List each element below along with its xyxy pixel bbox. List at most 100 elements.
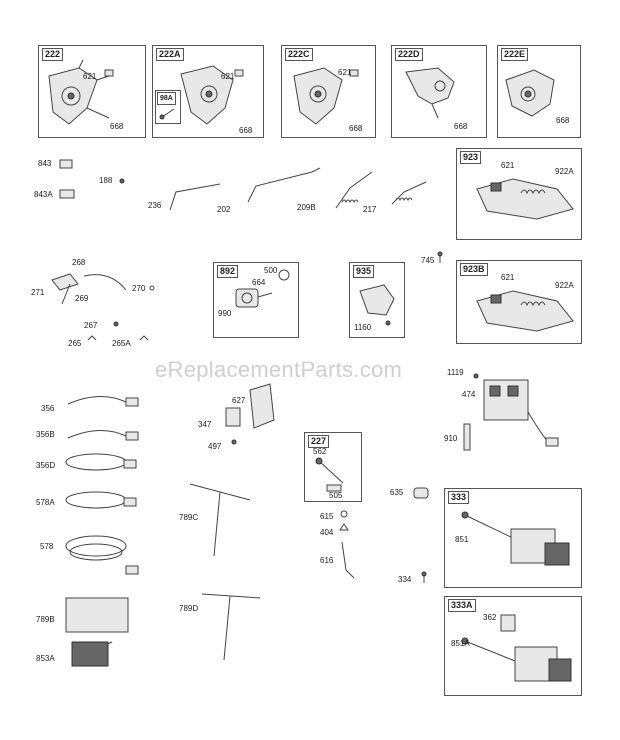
part-box-227[interactable]: 227 562 505 (304, 432, 362, 502)
box-title: 333A (448, 599, 476, 612)
callout-621: 621 (338, 68, 352, 77)
part-label-627: 627 (232, 396, 246, 405)
part-label-271: 271 (31, 288, 45, 297)
part-label-578a: 578A (36, 498, 55, 507)
part-box-333a[interactable]: 333A 362 851A (444, 596, 582, 696)
part-label-789d: 789D (179, 604, 199, 613)
armature-illustration (445, 489, 583, 589)
part-box-892[interactable]: 892 500 664 990 (213, 262, 299, 338)
part-label-356d: 356D (36, 461, 56, 470)
ignition-coil-illustration (470, 372, 590, 462)
bracket-illustration (350, 263, 406, 339)
part-box-923[interactable]: 923 621 922A (456, 148, 582, 240)
watermark-text: eReplacementParts.com (155, 357, 403, 382)
part-label-202: 202 (217, 205, 231, 214)
part-label-270: 270 (132, 284, 146, 293)
subpart-box-98a[interactable]: 98A (155, 90, 181, 124)
part-box-222e[interactable]: 222E 668 (497, 45, 581, 138)
part-label-267: 267 (84, 321, 98, 330)
part-label-616: 616 (320, 556, 334, 565)
part-label-404: 404 (320, 528, 334, 537)
bracket-illustration (392, 46, 488, 139)
callout-621: 621 (501, 273, 515, 282)
part-box-222d[interactable]: 222D 668 (391, 45, 487, 138)
governor-bracket-illustration (153, 46, 265, 139)
callout-1160: 1160 (354, 323, 372, 332)
part-box-333[interactable]: 333 851 (444, 488, 582, 588)
box-title: 227 (308, 435, 330, 448)
wire-harness-illustrations (0, 380, 140, 700)
part-label-635: 635 (390, 488, 404, 497)
ground-wire-illustration (305, 433, 363, 503)
part-label-209b: 209B (297, 203, 316, 212)
part-box-222[interactable]: 222 621 668 (38, 45, 146, 138)
spark-plug-icon (462, 424, 472, 454)
box-title: 222D (395, 48, 423, 61)
governor-bracket-illustration (498, 46, 582, 139)
callout-500: 500 (264, 266, 278, 275)
callout-505: 505 (329, 491, 343, 500)
part-label-910: 910 (444, 434, 458, 443)
part-label-347: 347 (198, 420, 212, 429)
links-and-springs-illustration (0, 150, 440, 220)
part-label-615: 615 (320, 512, 334, 521)
part-label-745: 745 (421, 256, 435, 265)
screw-icon (420, 572, 428, 584)
callout-621: 621 (501, 161, 515, 170)
callout-668: 668 (454, 122, 468, 131)
part-label-843a: 843A (34, 190, 53, 199)
box-title: 935 (353, 265, 375, 278)
part-label-265: 265 (68, 339, 82, 348)
box-title: 222C (285, 48, 313, 61)
callout-362: 362 (483, 613, 497, 622)
part-box-935[interactable]: 935 1160 (349, 262, 405, 338)
part-label-578: 578 (40, 542, 54, 551)
box-title: 892 (217, 265, 239, 278)
box-title: 333 (448, 491, 470, 504)
callout-851a: 851A (451, 639, 470, 648)
callout-664: 664 (252, 278, 266, 287)
part-label-268: 268 (72, 258, 86, 267)
callout-621: 621 (221, 72, 235, 81)
part-label-356b: 356B (36, 430, 55, 439)
part-label-236: 236 (148, 201, 162, 210)
part-label-789b: 789B (36, 615, 55, 624)
callout-990: 990 (218, 309, 232, 318)
callout-668: 668 (110, 122, 124, 131)
armature-illustration (445, 597, 583, 697)
part-label-269: 269 (75, 294, 89, 303)
fastener-parts-illustration (330, 508, 390, 588)
part-label-497: 497 (208, 442, 222, 451)
box-title: 222E (501, 48, 529, 61)
throttle-lever-parts-illustration (0, 250, 170, 350)
governor-bracket-illustration (39, 46, 147, 139)
box-title: 222A (156, 48, 184, 61)
part-label-843: 843 (38, 159, 52, 168)
part-label-789c: 789C (179, 513, 199, 522)
box-title: 923B (460, 263, 488, 276)
callout-668: 668 (556, 116, 570, 125)
part-box-222a[interactable]: 222A 98A 621 668 (152, 45, 264, 138)
screw-icon (436, 252, 444, 264)
callout-562: 562 (313, 447, 327, 456)
part-label-356: 356 (41, 404, 55, 413)
part-box-222c[interactable]: 222C 621 668 (281, 45, 376, 138)
callout-668: 668 (239, 126, 253, 135)
part-label-1119: 1119 (447, 368, 464, 377)
box-title: 222 (42, 48, 64, 61)
ignition-switch-illustration (214, 263, 300, 339)
box-title: 923 (460, 151, 482, 164)
box-title: 98A (157, 92, 176, 105)
governor-spring-assembly-illustration (457, 261, 583, 345)
part-label-853a: 853A (36, 654, 55, 663)
part-box-923b[interactable]: 923B 621 922A (456, 260, 582, 344)
part-label-265a: 265A (112, 339, 131, 348)
part-label-188: 188 (99, 176, 113, 185)
part-label-217: 217 (363, 205, 377, 214)
module-and-tool-illustrations (190, 380, 330, 640)
callout-621: 621 (83, 72, 97, 81)
callout-922a: 922A (555, 281, 574, 290)
governor-spring-assembly-illustration (457, 149, 583, 241)
part-label-474: 474 (462, 390, 476, 399)
callout-851: 851 (455, 535, 469, 544)
